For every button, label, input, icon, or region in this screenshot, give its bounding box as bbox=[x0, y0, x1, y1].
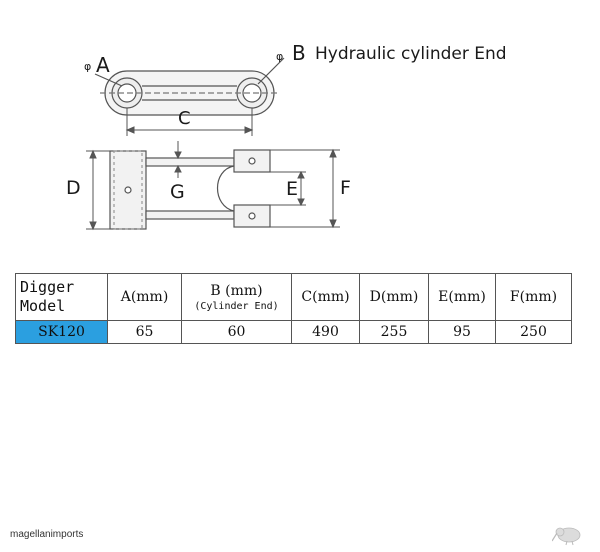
cell-d: 255 bbox=[359, 320, 429, 344]
rod-lower bbox=[145, 210, 235, 220]
label-g: G bbox=[170, 181, 185, 203]
label-e: E bbox=[286, 178, 298, 200]
link-top-view bbox=[94, 57, 285, 116]
header-digger-model: Digger Model bbox=[15, 273, 108, 321]
link-side-view bbox=[109, 149, 271, 230]
dimension-c bbox=[125, 108, 254, 136]
pin-hole-right-inner bbox=[242, 83, 262, 103]
header-e: E(mm) bbox=[428, 273, 496, 321]
table-row: SK120 65 60 490 255 95 250 bbox=[15, 320, 572, 344]
cell-model: SK120 bbox=[15, 320, 108, 344]
cell-e: 95 bbox=[428, 320, 496, 344]
cell-b: 60 bbox=[181, 320, 292, 344]
cell-a: 65 bbox=[107, 320, 182, 344]
header-b: B (mm) (Cylinder End) bbox=[181, 273, 292, 321]
table-header-row: Digger Model A(mm) B (mm) (Cylinder End)… bbox=[15, 273, 572, 321]
cell-f: 250 bbox=[495, 320, 572, 344]
label-b: B bbox=[292, 41, 306, 65]
label-c: C bbox=[178, 108, 191, 129]
label-b-text: Hydraulic cylinder End bbox=[315, 44, 507, 64]
leader-b bbox=[257, 57, 285, 85]
fork-curve bbox=[217, 165, 235, 212]
header-a: A(mm) bbox=[107, 273, 182, 321]
header-d: D(mm) bbox=[359, 273, 429, 321]
header-c: C(mm) bbox=[291, 273, 360, 321]
label-f: F bbox=[340, 177, 351, 199]
phi-b: φ bbox=[276, 50, 283, 63]
kiwi-bird-icon bbox=[552, 527, 581, 546]
cell-c: 490 bbox=[291, 320, 360, 344]
label-d: D bbox=[66, 177, 81, 199]
brand-watermark: magellanimports bbox=[10, 529, 84, 540]
rod-upper bbox=[145, 157, 235, 167]
label-a: A bbox=[96, 53, 110, 77]
leader-a bbox=[94, 73, 123, 87]
header-f: F(mm) bbox=[495, 273, 572, 321]
phi-a: φ bbox=[84, 60, 91, 73]
spec-table: Digger Model A(mm) B (mm) (Cylinder End)… bbox=[15, 273, 572, 344]
linkage-diagram: φ A φ B Hydraulic cylinder End C bbox=[66, 41, 507, 231]
